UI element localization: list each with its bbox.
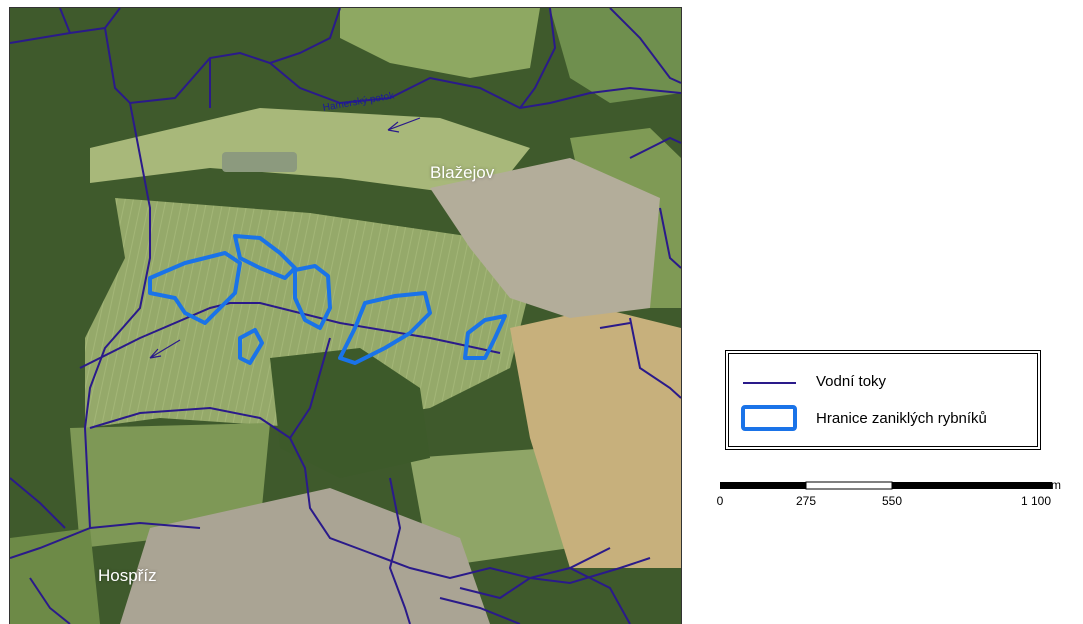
flow-arrows <box>149 117 421 359</box>
flow-arrow-west <box>149 339 181 359</box>
orthophoto-map: Blažejov Hospříz Hamerský potok <box>9 7 682 624</box>
field-east <box>510 308 681 568</box>
scale-unit: m <box>1051 478 1061 492</box>
grey-patch <box>222 152 297 172</box>
pond-2 <box>233 234 297 280</box>
pond-6 <box>463 314 507 360</box>
scale-bar-graphic <box>720 481 1052 490</box>
village-blazejov <box>430 158 660 318</box>
pond-1 <box>148 251 242 325</box>
pond-boundaries <box>148 234 507 365</box>
legend-label-pond-boundaries: Hranice zaniklých rybníků <box>816 409 987 427</box>
pond-4 <box>238 328 264 365</box>
legend-row-watercourses: Vodní toky <box>726 373 886 390</box>
forest-patch <box>270 348 430 478</box>
pond-boundary-box-icon <box>741 405 797 431</box>
pond-5 <box>338 291 432 365</box>
meadow-top-right <box>550 8 681 103</box>
place-label-blazejov: Blažejov <box>430 163 495 182</box>
meadow-top <box>340 8 540 78</box>
pond-3 <box>293 264 332 330</box>
watercourse-line-icon <box>743 381 796 384</box>
field-north <box>90 108 530 198</box>
map-canvas <box>10 8 681 624</box>
field-south-west-corner <box>10 528 100 624</box>
scale-tick-0: 0 <box>716 494 724 508</box>
legend-row-pond-boundaries: Hranice zaniklých rybníků <box>726 404 987 432</box>
field-central <box>85 198 530 428</box>
map-legend: Vodní toky Hranice zaniklých rybníků <box>725 350 1041 450</box>
place-label-hospriz: Hospříz <box>98 566 157 585</box>
scale-tick-2: 550 <box>881 494 903 508</box>
flow-arrow-north <box>387 117 421 133</box>
scale-tick-1: 275 <box>795 494 817 508</box>
scale-tick-3: 1 100 <box>1020 494 1052 508</box>
scale-bar: 0 275 550 1 100 m <box>716 478 1061 520</box>
watercourses <box>10 8 681 624</box>
legend-label-watercourses: Vodní toky <box>816 373 887 390</box>
